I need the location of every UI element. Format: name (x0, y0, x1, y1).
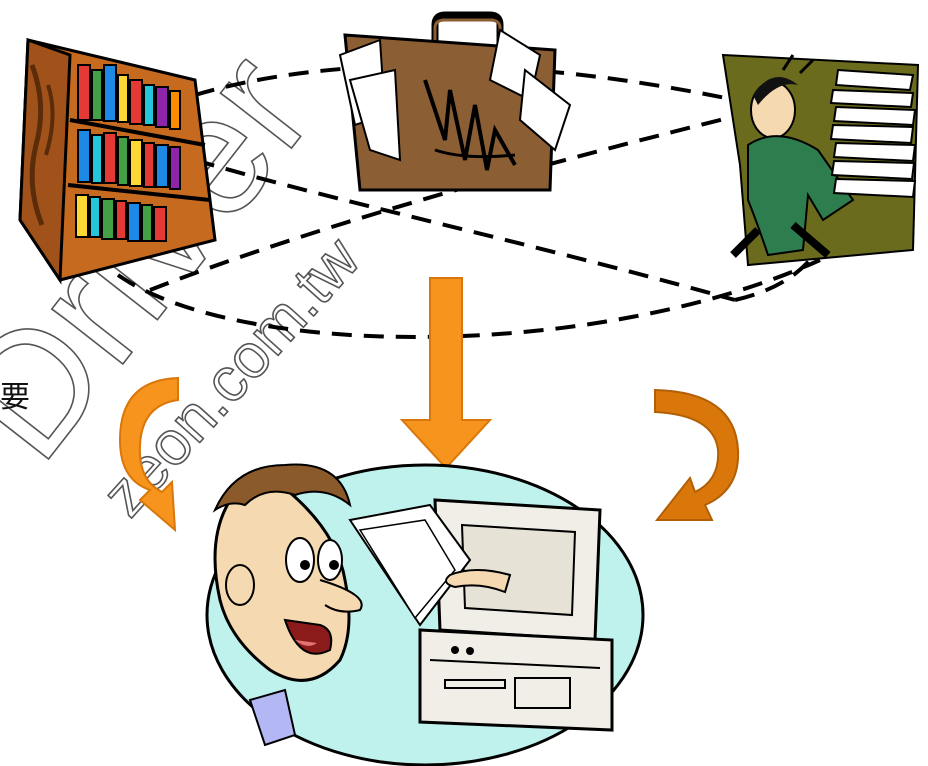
happy-computer-user-icon (207, 465, 643, 766)
stray-character: 要 (0, 372, 30, 416)
curved-arrow-right-icon (655, 390, 738, 520)
briefcase-icon (340, 15, 570, 190)
businessman-with-papers-icon (723, 55, 918, 265)
down-arrow-icon (402, 278, 490, 468)
